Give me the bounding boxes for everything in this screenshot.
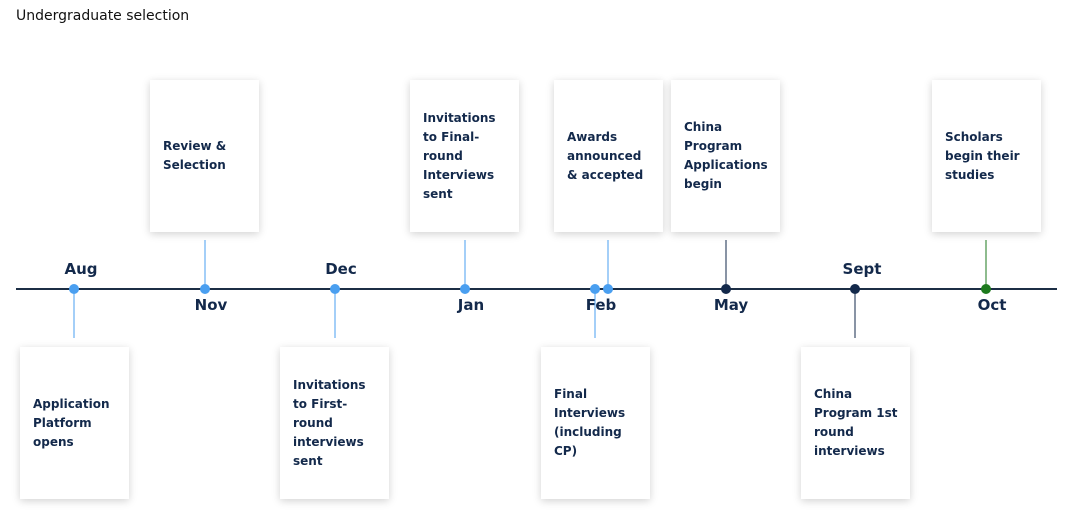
timeline-dot-oct xyxy=(981,284,991,294)
page-title: Undergraduate selection xyxy=(16,8,190,24)
stem-final-round-invites xyxy=(464,240,466,286)
event-card-application-opens: Application Platform opens xyxy=(20,347,129,499)
month-label-feb: Feb xyxy=(585,296,617,314)
stem-first-round-invites xyxy=(334,290,336,338)
timeline-dot-aug xyxy=(69,284,79,294)
month-label-dec: Dec xyxy=(325,260,357,278)
timeline-dot-feb-2 xyxy=(603,284,613,294)
timeline-dot-jan xyxy=(460,284,470,294)
timeline-dot-may xyxy=(721,284,731,294)
event-label: Invitations to First-round interviews se… xyxy=(293,377,366,468)
month-label-oct: Oct xyxy=(977,296,1007,314)
event-card-final-interviews: Final Interviews (including CP) xyxy=(541,347,650,499)
month-label-nov: Nov xyxy=(194,296,228,314)
event-card-scholars-begin: Scholars begin their studies xyxy=(932,80,1041,232)
event-label: China Program 1st round interviews xyxy=(814,387,898,458)
event-card-review-selection: Review & Selection xyxy=(150,80,259,232)
stem-application-opens xyxy=(73,290,75,338)
stem-scholars-begin xyxy=(985,240,987,286)
month-label-jan: Jan xyxy=(457,296,485,314)
stem-final-interviews xyxy=(594,290,596,338)
timeline-dot-nov xyxy=(200,284,210,294)
event-label: Scholars begin their studies xyxy=(945,129,1020,182)
event-label: Awards announced & accepted xyxy=(567,129,644,182)
event-label: Invitations to Final-round Interviews se… xyxy=(423,110,496,201)
event-label: China Program Applications begin xyxy=(684,120,768,191)
month-label-aug: Aug xyxy=(64,260,98,278)
timeline-axis xyxy=(16,288,1057,290)
event-card-china-applications: China Program Applications begin xyxy=(671,80,780,232)
event-card-china-first-round: China Program 1st round interviews xyxy=(801,347,910,499)
timeline-dot-feb-1 xyxy=(590,284,600,294)
month-label-may: May xyxy=(713,296,749,314)
stem-china-first-round xyxy=(854,290,856,338)
event-card-final-round-invites: Invitations to Final-round Interviews se… xyxy=(410,80,519,232)
event-label: Application Platform opens xyxy=(33,396,110,449)
month-label-sept: Sept xyxy=(842,260,882,278)
stem-review-selection xyxy=(204,240,206,286)
event-label: Review & Selection xyxy=(163,139,227,172)
event-card-first-round-invites: Invitations to First-round interviews se… xyxy=(280,347,389,499)
event-card-awards: Awards announced & accepted xyxy=(554,80,663,232)
timeline-dot-dec xyxy=(330,284,340,294)
stem-china-applications xyxy=(725,240,727,286)
event-label: Final Interviews (including CP) xyxy=(554,387,626,458)
timeline-dot-sept xyxy=(850,284,860,294)
stem-awards xyxy=(607,240,609,286)
